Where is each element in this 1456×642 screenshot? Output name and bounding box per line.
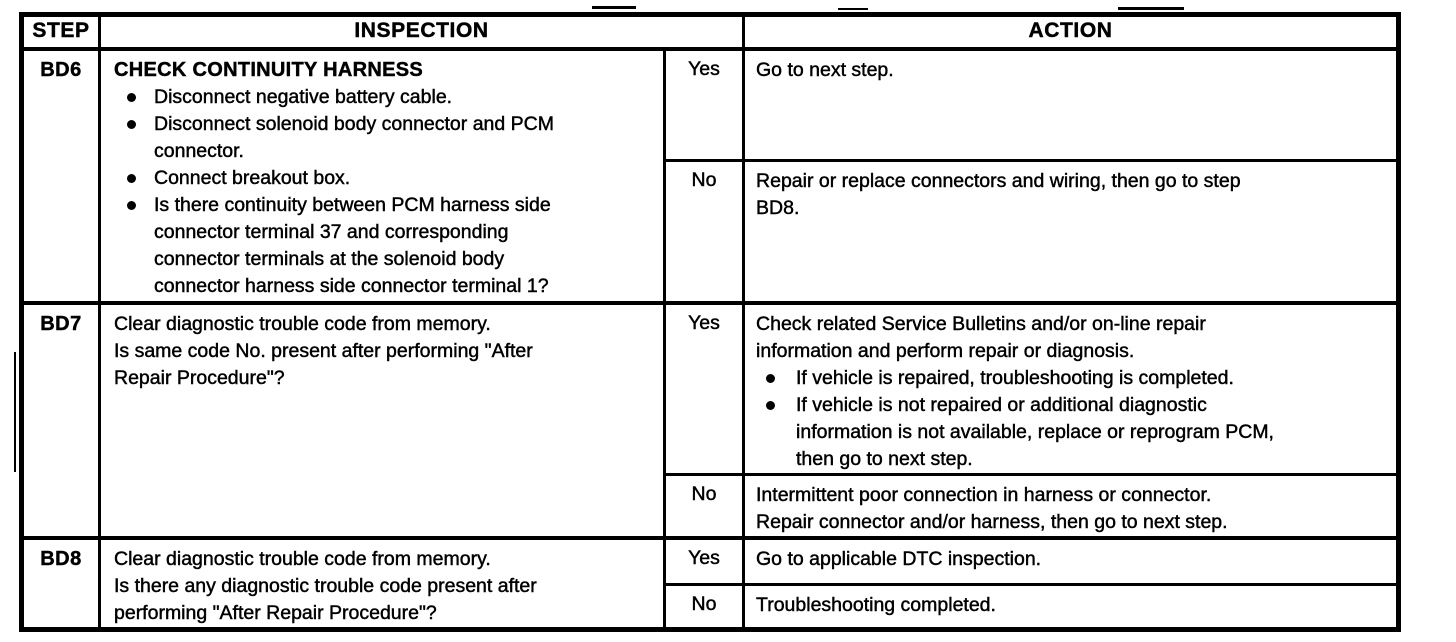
answer-cell-no: No <box>662 472 746 539</box>
text-line: Repair Procedure"? <box>114 366 285 389</box>
table-row-bd7-yes: BD7 Clear diagnostic trouble code from m… <box>20 300 1401 539</box>
bullet-icon <box>766 373 776 383</box>
bullet-icon <box>127 119 136 129</box>
table-row-bd6-yes: BD6 CHECK CONTINUITY HARNESS Disconnect … <box>20 46 1401 304</box>
action-cell-bd7-yes: Check related Service Bulletins and/or o… <box>742 300 1401 476</box>
answer-cell-yes: Yes <box>662 300 746 476</box>
step-cell-bd8: BD8 <box>20 535 101 631</box>
answer-cell-no: No <box>662 159 746 304</box>
text-line: connector terminal 37 and corresponding <box>154 220 509 243</box>
action-cell-bd8-no: Troubleshooting completed. <box>742 583 1401 631</box>
table-row-bd8-no: No Troubleshooting completed. <box>22 583 1401 631</box>
text-line: connector. <box>154 139 244 162</box>
text-line: performing "After Repair Procedure"? <box>114 601 437 624</box>
step-cell-bd7: BD7 <box>20 300 101 539</box>
bullet-icon <box>127 92 136 102</box>
step-cell-bd6: BD6 <box>20 46 101 304</box>
col-header-step: STEP <box>20 13 101 51</box>
text-line: Troubleshooting completed. <box>756 594 996 617</box>
col-header-inspection: INSPECTION <box>97 13 746 51</box>
text-line: Go to next step. <box>756 58 894 81</box>
inspection-heading: CHECK CONTINUITY HARNESS <box>114 58 424 81</box>
table-row-bd8-yes: BD8 Clear diagnostic trouble code from m… <box>20 535 1401 631</box>
table-row-bd6-no: No Repair or replace connectors and wiri… <box>22 159 1401 304</box>
bullet-icon <box>766 400 776 410</box>
action-bullet: If vehicle is repaired, troubleshooting … <box>756 365 1388 392</box>
action-cell-bd6-yes: Go to next step. <box>742 46 1401 162</box>
inspection-bullet: Is there continuity between PCM harness … <box>114 192 655 300</box>
text-line: Disconnect solenoid body connector and P… <box>154 112 554 135</box>
text-line: Repair or replace connectors and wiring,… <box>756 170 1241 192</box>
text-line: Clear diagnostic trouble code from memor… <box>114 547 491 570</box>
troubleshooting-table: STEP INSPECTION ACTION BD6 CHECK CONTINU… <box>19 12 1402 632</box>
answer-cell-yes: Yes <box>662 535 746 587</box>
text-line: Check related Service Bulletins and/or o… <box>756 312 1206 335</box>
action-cell-bd8-yes: Go to applicable DTC inspection. <box>742 535 1401 587</box>
scan-artifact <box>1118 7 1184 10</box>
bullet-icon <box>127 173 136 183</box>
text-line: Go to applicable DTC inspection. <box>756 547 1042 570</box>
text-line: Disconnect negative battery cable. <box>154 85 453 108</box>
answer-cell-no: No <box>662 583 746 631</box>
text-line: If vehicle is not repaired or additional… <box>796 393 1207 416</box>
inspection-bullet: Connect breakout box. <box>114 165 655 192</box>
text-line: Clear diagnostic trouble code from memor… <box>114 312 491 335</box>
text-line: Repair connector and/or harness, then go… <box>756 510 1228 533</box>
inspection-cell-bd8: Clear diagnostic trouble code from memor… <box>98 535 666 631</box>
inspection-cell-bd7: Clear diagnostic trouble code from memor… <box>98 300 666 539</box>
text-line: Connect breakout box. <box>154 166 351 189</box>
text-line: If vehicle is repaired, troubleshooting … <box>796 366 1234 389</box>
bullet-icon <box>127 200 136 210</box>
inspection-bullet: Disconnect negative battery cable. <box>114 84 655 111</box>
text-line: Is there continuity between PCM harness … <box>154 193 551 216</box>
inspection-cell-bd6: CHECK CONTINUITY HARNESS Disconnect nega… <box>98 46 666 304</box>
text-line: Is same code No. present after performin… <box>114 339 533 362</box>
text-line: information and perform repair or diagno… <box>756 339 1135 362</box>
inspection-bullet: Disconnect solenoid body connector and P… <box>114 111 655 165</box>
scan-artifact <box>838 8 868 10</box>
scan-artifact <box>14 352 16 472</box>
text-line: Intermittent poor connection in harness … <box>756 483 1212 506</box>
answer-cell-yes: Yes <box>662 46 746 162</box>
text-line: connector harness side connector termina… <box>154 274 549 297</box>
table-header-row: STEP INSPECTION ACTION <box>20 13 1401 51</box>
scan-artifact <box>592 6 636 9</box>
text-line: information is not available, replace or… <box>796 420 1274 443</box>
table-row-bd7-no: No Intermittent poor connection in harne… <box>22 472 1401 539</box>
action-bullet: If vehicle is not repaired or additional… <box>756 392 1388 472</box>
action-cell-bd6-no: Repair or replace connectors and wiring,… <box>742 159 1401 304</box>
col-header-action: ACTION <box>742 13 1401 51</box>
text-line: connector terminals at the solenoid body <box>154 247 505 270</box>
text-line: then go to next step. <box>796 447 973 470</box>
text-line: Is there any diagnostic trouble code pre… <box>114 574 537 597</box>
action-cell-bd7-no: Intermittent poor connection in harness … <box>742 472 1401 539</box>
text-line: BD8. <box>756 197 800 219</box>
